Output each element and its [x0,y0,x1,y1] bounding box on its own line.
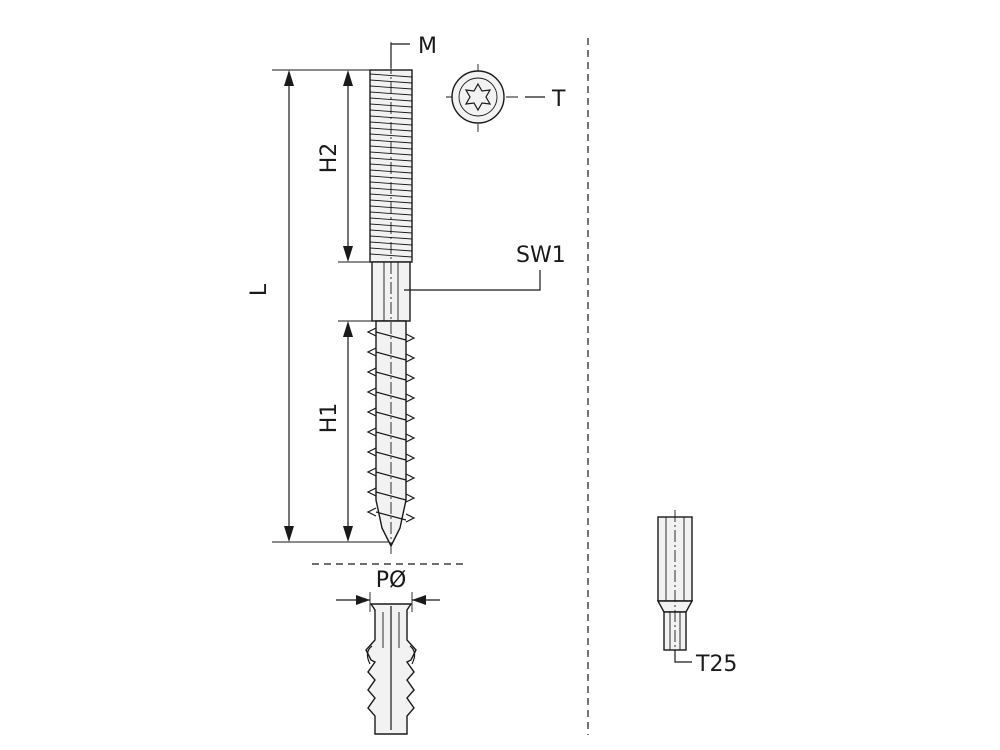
dimension-p-diameter: PØ [336,568,440,612]
dimension-l: L [247,69,390,543]
metric-thread-lines [369,73,413,258]
wood-thread-lines [366,327,416,523]
label-h1: H1 [317,403,342,434]
label-m: M [418,34,437,59]
dimension-h1: H1 [317,320,372,542]
label-h2: H2 [317,143,342,174]
callout-sw1: SW1 [404,243,566,291]
torx-star-icon [464,82,492,112]
label-t: T [551,87,566,112]
label-sw1: SW1 [516,243,566,268]
wall-plug-dowel [365,603,417,735]
t25-driver-bit: T25 [656,510,737,677]
label-t25: T25 [695,652,737,677]
dimension-h2: H2 [317,70,372,263]
callout-m: M [390,34,437,68]
label-p-diameter: PØ [376,568,407,593]
label-l: L [247,283,272,296]
hanger-bolt-screw [366,42,416,556]
torx-head-view: T [446,64,566,132]
